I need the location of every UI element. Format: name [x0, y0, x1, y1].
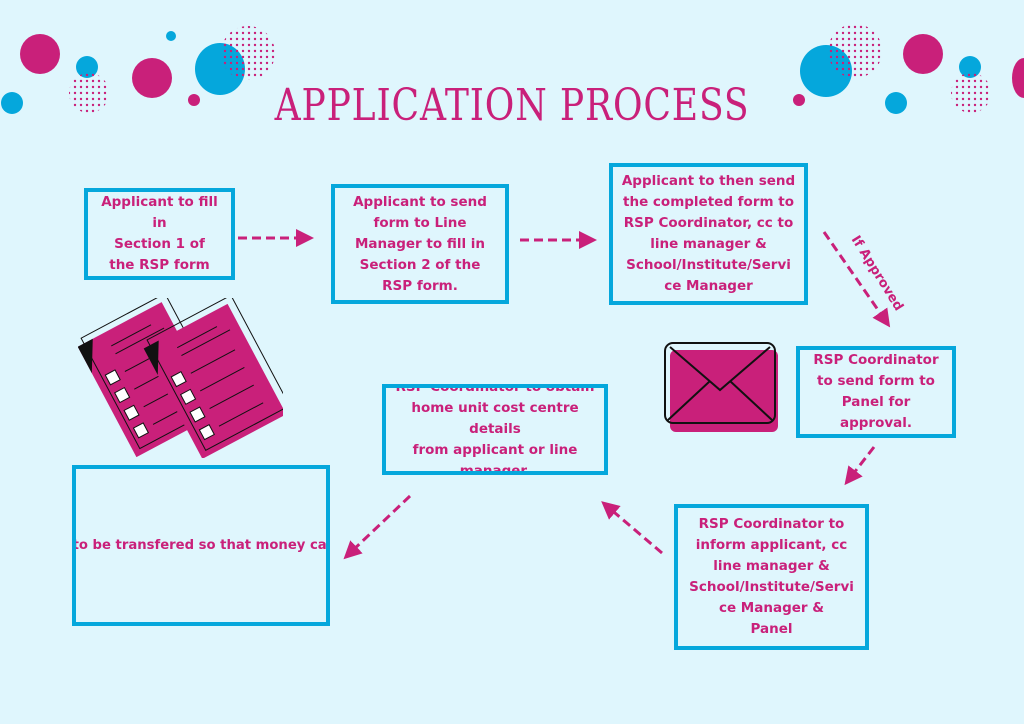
- step-text: RSP Coordinator to inform Finance of (i)…: [72, 538, 327, 553]
- checklist-documents-icon: [78, 298, 283, 458]
- arrow-step6-to-step7: [343, 494, 412, 560]
- step-box-6: RSP Coordinator to obtain home unit cost…: [382, 384, 608, 475]
- arrow-step4-to-step5: [844, 446, 876, 486]
- step-text: RSP Coordinator to inform applicant, cc …: [689, 516, 854, 637]
- step-text: Applicant to fill in Section 1 of the RS…: [101, 194, 218, 273]
- step-box-5: RSP Coordinator to inform applicant, cc …: [674, 504, 869, 650]
- page-title: APPLICATION PROCESS: [274, 80, 750, 131]
- step-box-2: Applicant to send form to Line Manager t…: [331, 184, 509, 304]
- step-box-1: Applicant to fill in Section 1 of the RS…: [84, 188, 235, 280]
- step-text: Applicant to then send the completed for…: [621, 173, 796, 294]
- step-text: RSP Coordinator to obtain home unit cost…: [395, 384, 595, 475]
- arrow-step5-to-step6: [601, 501, 663, 555]
- envelope-icon: [664, 342, 778, 432]
- step-box-7: RSP Coordinator to inform Finance of (i)…: [72, 465, 330, 626]
- arrow-step3-to-step4: [822, 231, 891, 328]
- step-text: RSP Coordinator to send form to Panel fo…: [813, 352, 939, 431]
- step-box-3: Applicant to then send the completed for…: [609, 163, 808, 305]
- step-box-4: RSP Coordinator to send form to Panel fo…: [796, 346, 956, 438]
- step-text: Applicant to send form to Line Manager t…: [353, 193, 487, 294]
